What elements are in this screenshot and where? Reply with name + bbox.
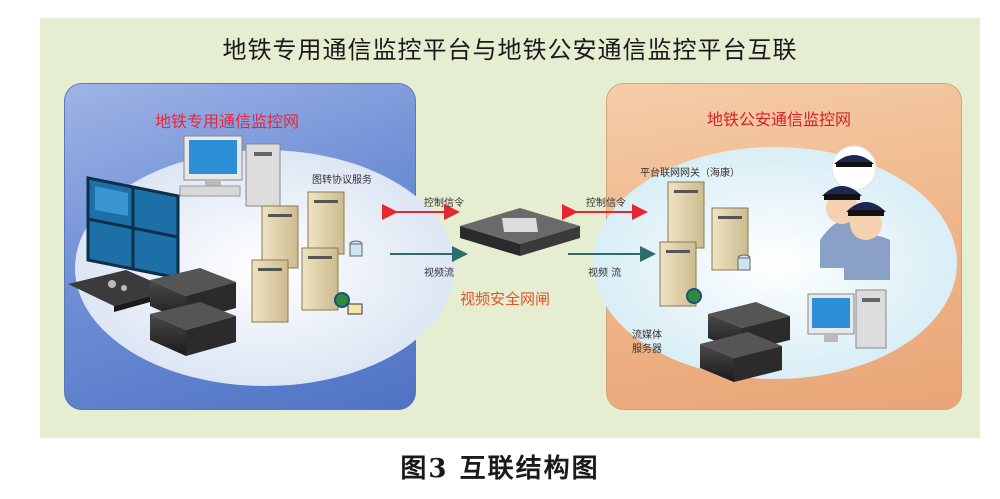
police-network-title: 地铁公安通信监控网 xyxy=(707,110,852,129)
video-stream-label-left: 视频流 xyxy=(424,268,454,279)
storage-device-icon-right xyxy=(700,302,790,382)
workstation-icon-left xyxy=(179,135,281,207)
workstation-icon-right xyxy=(807,289,887,349)
control-signal-label-left: 控制信令 xyxy=(424,198,464,209)
server-cluster-icon-right xyxy=(659,181,751,307)
private-network-title: 地铁专用通信监控网 xyxy=(155,112,300,131)
gateway-server-label: 平台联网网关（海康） xyxy=(640,168,740,179)
server-cluster-icon-left xyxy=(251,191,363,323)
media-server-label-line1: 流媒体 xyxy=(632,330,662,341)
security-gateway-label: 视频安全网闸 xyxy=(460,290,551,308)
media-server-label-line2: 服务器 xyxy=(632,344,662,355)
security-gateway-icon xyxy=(460,208,580,256)
storage-device-icon-left xyxy=(150,268,236,356)
control-signal-label-right: 控制信令 xyxy=(586,198,626,209)
video-wall-icon xyxy=(86,176,180,280)
diagram-artwork xyxy=(68,135,957,386)
diagram-canvas: 地铁专用通信监控平台与地铁公安通信监控平台互联 地铁专用通信监控网 地铁公安通信… xyxy=(40,18,980,438)
figure-caption: 图3 互联结构图 xyxy=(400,454,600,484)
protocol-server-label: 图转协议服务 xyxy=(312,175,372,186)
diagram-title: 地铁专用通信监控平台与地铁公安通信监控平台互联 xyxy=(222,36,798,64)
video-stream-label-right: 视频 流 xyxy=(588,268,622,279)
police-officers-icon xyxy=(820,145,890,280)
